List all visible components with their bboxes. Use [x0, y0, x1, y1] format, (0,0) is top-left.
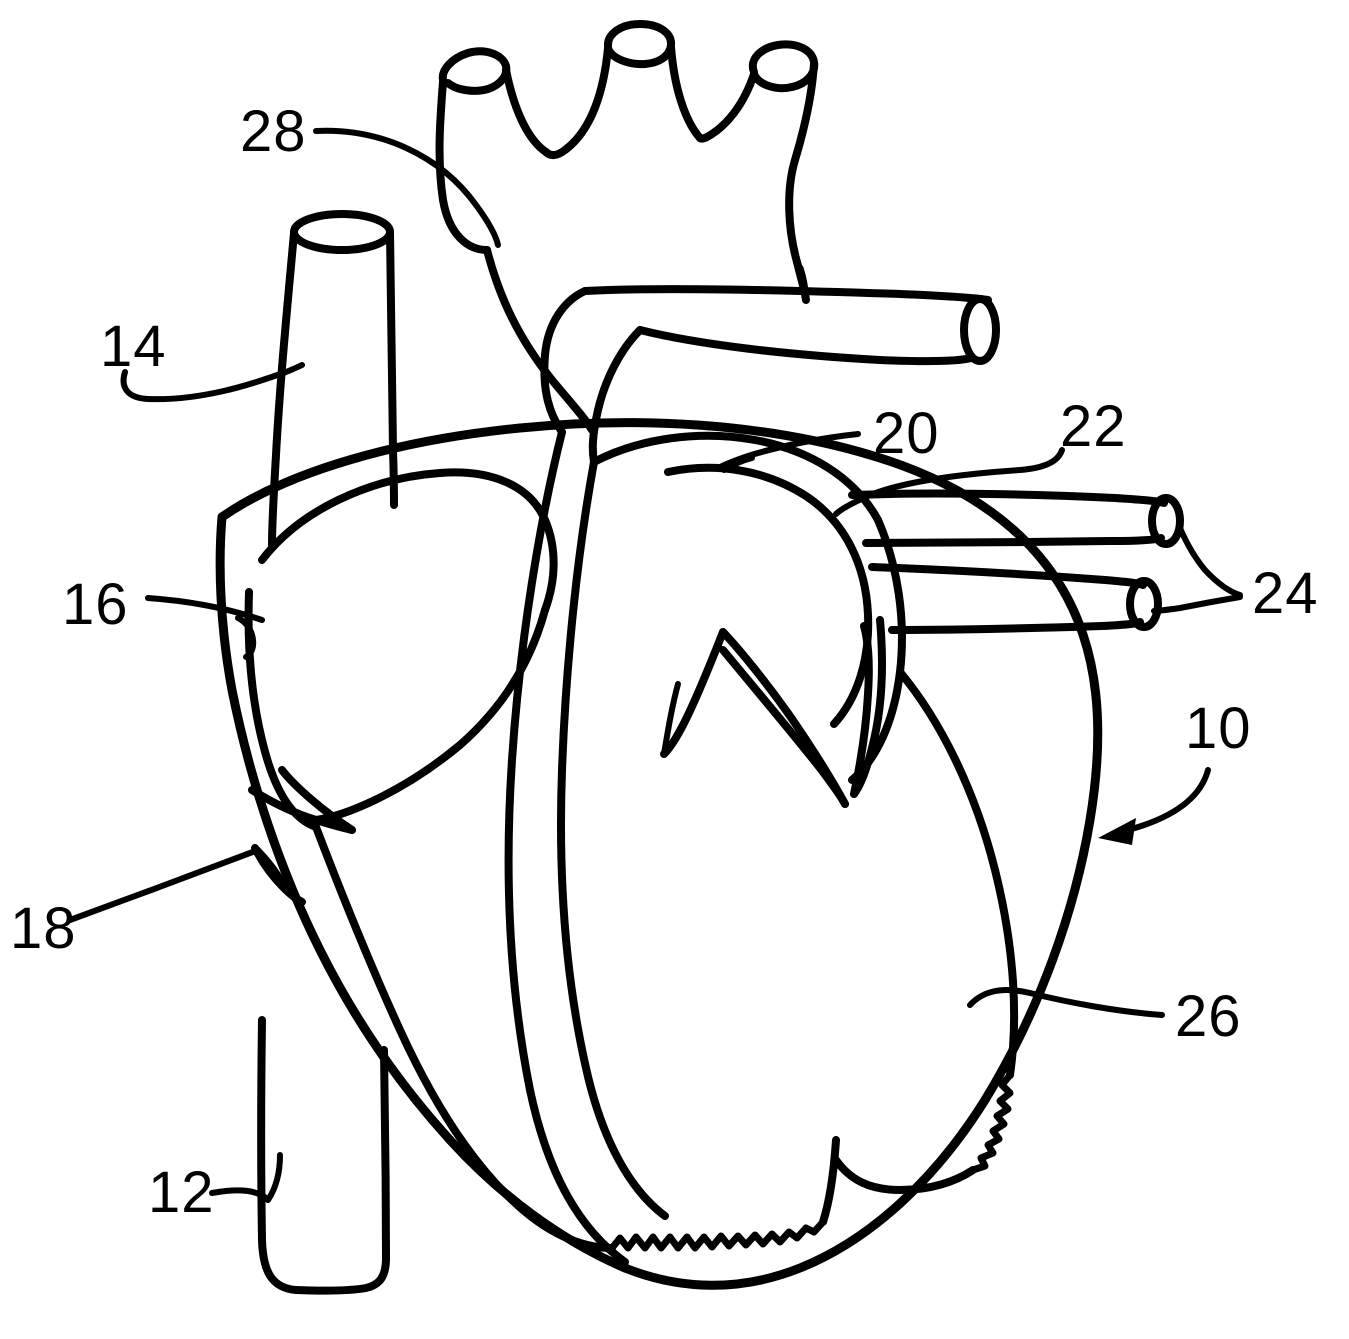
left-ventricle-inner-wall	[896, 668, 1019, 1079]
ref-label-22: 22	[1060, 394, 1127, 459]
ref-label-20: 20	[873, 401, 940, 466]
pulmonary-vein-lower-bottom	[888, 618, 1144, 634]
aortic-arch-group	[435, 20, 819, 434]
ref-label-12: 12	[148, 1160, 215, 1225]
brachiocephalic-left-wall	[435, 78, 491, 254]
aortic-arch-inner-wall	[483, 246, 596, 434]
ref-label-26: 26	[1175, 984, 1242, 1049]
pulmonary-veins-group	[848, 489, 1184, 634]
pulmonary-vein-upper-top	[848, 489, 1168, 507]
mitral-anterior-leaflet-back	[719, 628, 849, 808]
ref-label-10: 10	[1185, 696, 1252, 761]
leader-24-upper-branch	[1177, 525, 1243, 598]
pulmonary-vein-upper-bottom	[862, 534, 1165, 547]
right-atrium-inner-wall	[258, 468, 558, 614]
svc-right-wall	[386, 229, 398, 509]
left-ventricle-apex-trabeculae	[969, 1071, 1014, 1174]
left-atrium-junction-mark	[721, 455, 755, 473]
left-subclavian-right-wall	[785, 60, 818, 266]
left-common-carotid-right-wall	[667, 43, 704, 142]
pulmonary-artery-bottom-wall	[636, 326, 975, 366]
brachiocephalic-trunk	[438, 47, 511, 93]
left-atrium-dome	[590, 431, 882, 524]
leader-lines	[67, 127, 1243, 1018]
left-subclavian-left-wall	[696, 70, 758, 143]
tricuspid-leaflet-posterior	[251, 844, 306, 906]
leader-26	[967, 987, 1165, 1018]
leader-18	[67, 847, 261, 923]
leader-20	[715, 431, 861, 471]
left-ventricle-group	[832, 668, 1019, 1194]
brachiocephalic-rim	[444, 79, 492, 95]
leader-14	[120, 362, 305, 403]
mitral-posterior-leaflet-inner	[850, 622, 873, 798]
leader-28	[313, 127, 501, 248]
left-ventricle-apex-curve	[832, 1156, 977, 1194]
ref-label-14: 14	[100, 314, 167, 379]
svc-cut-rim	[290, 210, 394, 254]
tricuspid-leaflet-tip	[278, 766, 356, 834]
epicardium-outer	[217, 418, 1103, 1290]
leader-24-lower-branch	[1151, 594, 1243, 614]
left-common-carotid-rim	[604, 44, 649, 69]
right-ventricle-group	[312, 823, 840, 1252]
svc-left-wall	[268, 229, 298, 549]
pulmonary-trunk-right	[588, 326, 644, 466]
brachiocephalic-right-wall	[502, 66, 550, 156]
pulmonary-trunk-left	[540, 287, 589, 436]
right-ventricle-apex-join	[819, 1136, 840, 1226]
leader-22	[833, 447, 1065, 517]
mitral-valve-notch	[660, 628, 727, 758]
septum-group	[504, 428, 669, 1266]
right-atrium-hook-detail	[235, 615, 257, 660]
ref-label-28: 28	[240, 99, 307, 164]
pulmonary-vein-lower-top	[868, 563, 1147, 589]
mitral-anterior-leaflet	[719, 646, 849, 808]
left-subclavian-rim	[750, 70, 796, 93]
pa-arch-connector	[796, 264, 810, 304]
tricuspid-valve-group	[248, 766, 356, 906]
left-atrium-inner-lining	[664, 463, 873, 728]
septum-left-face	[557, 458, 669, 1220]
heart-outline-group	[215, 418, 1103, 1290]
superior-vena-cava-group	[268, 210, 398, 549]
ref-label-24: 24	[1252, 561, 1319, 626]
pulmonary-artery-top-wall	[581, 285, 992, 304]
right-ventricle-trabeculae	[608, 1218, 827, 1252]
left-common-carotid-left-wall	[542, 44, 612, 160]
pulmonary-artery-cut-rim	[960, 295, 1000, 365]
left-atrium-group	[590, 431, 906, 784]
septum-right-face	[504, 428, 629, 1266]
ref-label-18: 18	[10, 896, 77, 961]
pulmonary-vein-lower-rim	[1126, 577, 1162, 631]
mitral-valve-group	[660, 616, 886, 808]
leader-10-arrow-shaft	[1117, 767, 1211, 835]
pulmonary-vein-upper-rim	[1148, 494, 1184, 548]
leader-10-arrowhead	[1098, 818, 1136, 845]
left-common-carotid	[604, 20, 675, 68]
right-ventricle-free-wall	[312, 823, 616, 1252]
leader-16	[145, 595, 265, 623]
ref-label-16: 16	[62, 572, 129, 637]
mitral-chordae-left	[661, 681, 681, 757]
pulmonary-artery-group	[540, 264, 1000, 466]
mitral-posterior-leaflet	[850, 616, 886, 798]
